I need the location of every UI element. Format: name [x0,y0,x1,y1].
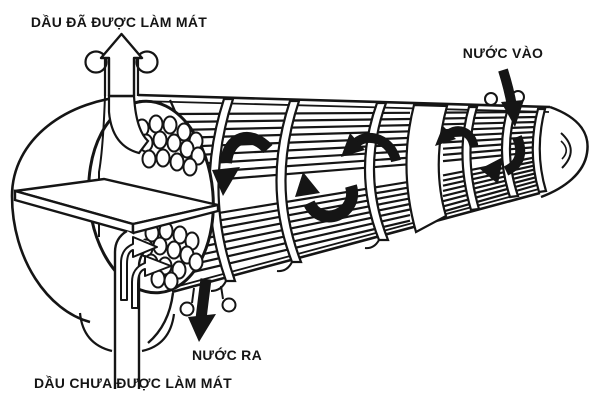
label-water-in: NƯỚC VÀO [463,44,543,61]
diagram-linework [10,32,589,389]
left-head-dome [10,94,176,353]
water-flow-arrowheads [188,100,524,342]
oil-out-arrow [99,32,144,98]
oil-in-arrow [120,236,158,301]
label-oil-cooled: DẦU ĐÃ ĐƯỢC LÀM MÁT [31,13,207,30]
divider-plate [13,177,220,235]
diagram-labels: DẦU ĐÃ ĐƯỢC LÀM MÁT NƯỚC VÀO NƯỚC RA DẦU… [31,13,543,391]
oil-in-arrow [131,255,172,309]
oil-inlet-pipe [113,229,172,389]
right-end-cap [531,105,589,199]
oil-outlet-pipe [84,32,159,155]
label-oil-uncooled: DẦU CHƯA ĐƯỢC LÀM MÁT [34,375,232,391]
label-water-out: NƯỚC RA [192,346,262,363]
water-inlet-nozzle [484,90,525,106]
water-outlet-nozzle [179,285,237,317]
